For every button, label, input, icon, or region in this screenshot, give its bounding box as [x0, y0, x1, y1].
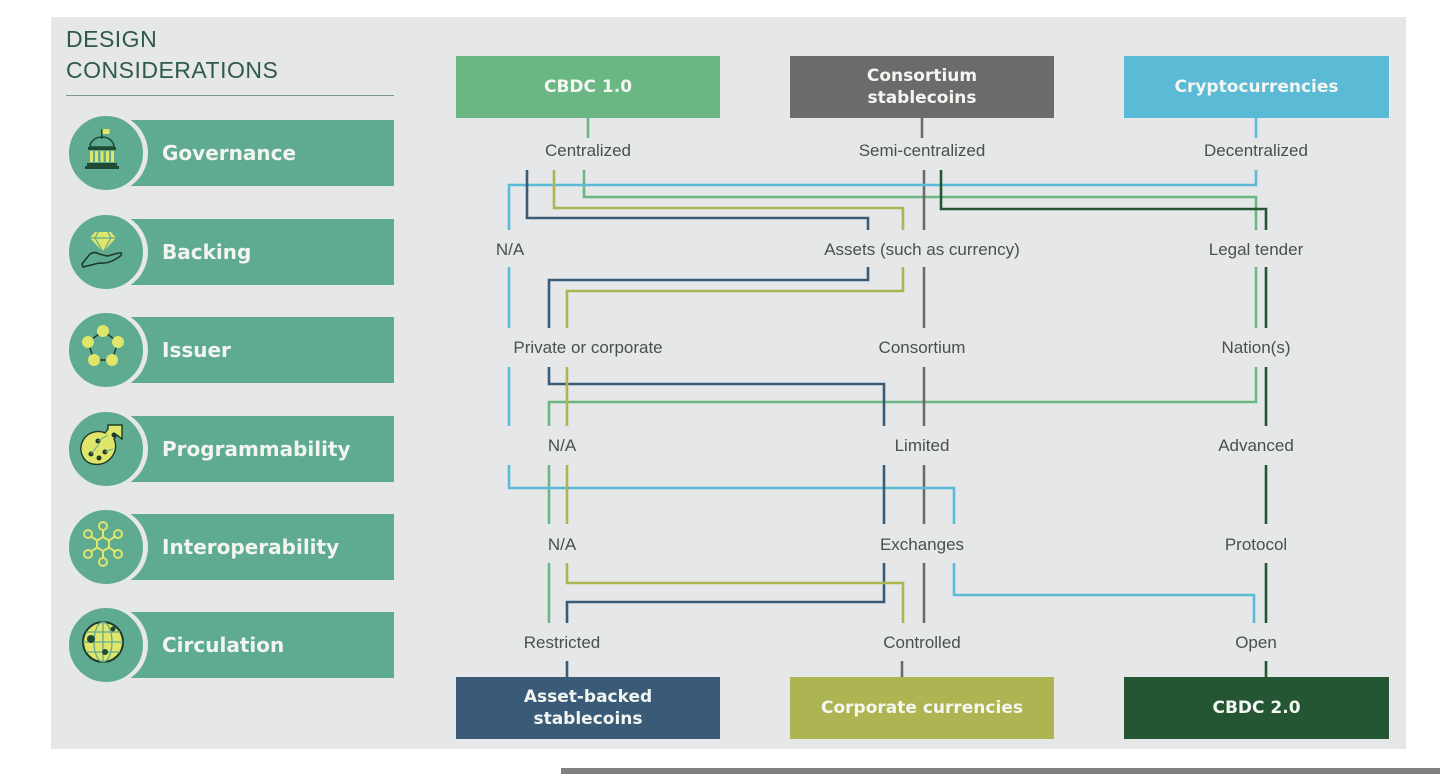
- path-segment-cryptocurrencies-4: [507, 465, 956, 524]
- globe-nodes-icon: [66, 605, 146, 685]
- option-issuer-2: Nation(s): [1221, 338, 1291, 357]
- title-line-2: CONSIDERATIONS: [66, 57, 279, 83]
- path-segment-asset-backed-stablecoins-1: [547, 267, 870, 328]
- option-governance-0: Centralized: [545, 141, 631, 160]
- consideration-label: Programmability: [162, 437, 351, 461]
- box-label: CBDC 2.0: [1212, 698, 1301, 718]
- path-segment-cbdc-1-0-3: [547, 367, 1258, 426]
- option-backing-0: N/A: [495, 240, 525, 259]
- option-programmability-1: Limited: [894, 436, 950, 455]
- box-label: Asset-backed stablecoins: [523, 687, 653, 729]
- option-programmability-0: N/A: [547, 436, 577, 455]
- path-cbdc-1-0: [547, 118, 1258, 623]
- consideration-programmability: Programmability: [66, 409, 394, 491]
- box-corporate-currencies: Corporate currencies: [790, 677, 1054, 739]
- design-considerations-title: DESIGN CONSIDERATIONS: [66, 24, 278, 86]
- path-segment-corporate-currencies-4: [565, 563, 905, 623]
- path-segment-corporate-currencies-0: [552, 170, 905, 230]
- consideration-bar: [130, 514, 394, 580]
- path-segment-cryptocurrencies-1: [507, 170, 1258, 230]
- box-asset-backed-stablecoins: Asset-backed stablecoins: [456, 677, 720, 739]
- path-segment-corporate-currencies-1: [565, 267, 905, 328]
- consideration-issuer: Issuer: [66, 310, 394, 392]
- box-cbdc-1-0: CBDC 1.0: [456, 56, 720, 118]
- path-consortium-stablecoins: [900, 118, 926, 677]
- consideration-bar: [130, 120, 394, 186]
- option-interoperability-1: Exchanges: [879, 535, 965, 554]
- consideration-governance: Governance: [66, 113, 394, 195]
- path-segment-cbdc-2-0-0: [939, 170, 1268, 230]
- consideration-label: Issuer: [162, 338, 231, 362]
- consideration-bar: [130, 317, 394, 383]
- consideration-bar: [130, 612, 394, 678]
- box-label: Cryptocurrencies: [1174, 77, 1339, 97]
- option-issuer-1: Consortium: [878, 338, 966, 357]
- option-governance-2: Decentralized: [1204, 141, 1308, 160]
- path-segment-asset-backed-stablecoins-0: [525, 170, 870, 230]
- box-cbdc-2-0: CBDC 2.0: [1124, 677, 1389, 739]
- path-segment-cryptocurrencies-5: [952, 563, 1256, 623]
- box-cryptocurrencies: Cryptocurrencies: [1124, 56, 1389, 118]
- option-backing-2: Legal tender: [1208, 240, 1304, 259]
- box-label: CBDC 1.0: [543, 77, 633, 97]
- title-divider: [66, 95, 394, 96]
- path-segment-cbdc-1-0-1: [582, 170, 1258, 230]
- consideration-label: Governance: [162, 141, 297, 165]
- path-segment-asset-backed-stablecoins-2: [547, 367, 886, 426]
- path-corporate-currencies: [552, 170, 905, 623]
- box-consortium-stablecoins: Consortium stablecoins: [790, 56, 1054, 118]
- scrollbar[interactable]: [561, 768, 1440, 774]
- consideration-label: Circulation: [162, 633, 285, 657]
- consideration-bar: [130, 219, 394, 285]
- consideration-label: Backing: [162, 240, 252, 264]
- consideration-circulation: Circulation: [66, 605, 394, 687]
- option-interoperability-0: N/A: [547, 535, 577, 554]
- option-circulation-0: Restricted: [523, 633, 601, 652]
- consideration-interoperability: Interoperability: [66, 507, 394, 589]
- path-cryptocurrencies: [507, 118, 1258, 623]
- government-building-icon: [66, 113, 146, 193]
- box-label: Corporate currencies: [821, 698, 1023, 718]
- consideration-backing: Backing: [66, 212, 394, 294]
- path-segment-asset-backed-stablecoins-4: [565, 563, 886, 623]
- option-circulation-2: Open: [1235, 633, 1277, 652]
- circuit-arrow-icon: [66, 409, 146, 489]
- option-programmability-2: Advanced: [1218, 436, 1294, 455]
- path-cbdc-2-0: [939, 170, 1268, 677]
- option-issuer-0: Private or corporate: [513, 338, 663, 357]
- box-label: Consortium stablecoins: [866, 66, 978, 108]
- consideration-label: Interoperability: [162, 535, 340, 559]
- option-backing-1: Assets (such as currency): [824, 240, 1020, 259]
- title-line-1: DESIGN: [66, 26, 158, 52]
- consideration-bar: [130, 416, 394, 482]
- network-ring-icon: [66, 310, 146, 390]
- option-interoperability-2: Protocol: [1224, 535, 1288, 554]
- hand-diamond-icon: [66, 212, 146, 292]
- option-governance-1: Semi-centralized: [858, 141, 986, 160]
- option-circulation-1: Controlled: [883, 633, 961, 652]
- hub-network-icon: [66, 507, 146, 587]
